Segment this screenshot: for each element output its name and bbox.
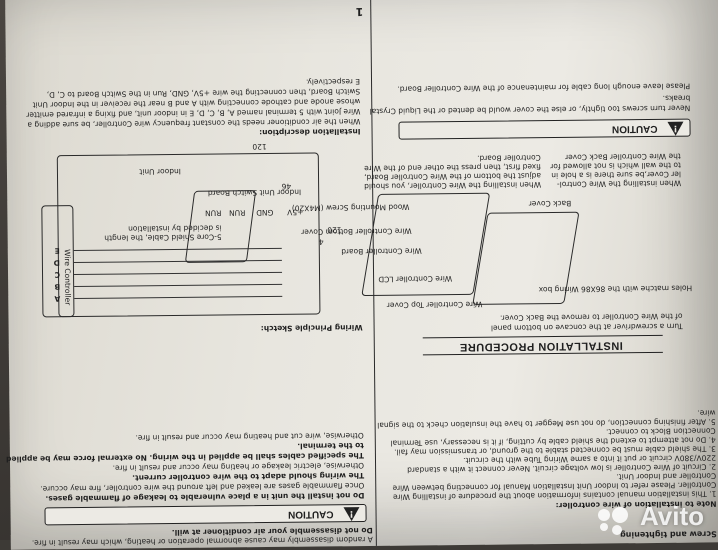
- wall-cover-drawing: [184, 190, 257, 263]
- terminal-c: C: [54, 270, 61, 280]
- caution-2-line-1: Never turn screws too tightly, or else t…: [369, 103, 691, 116]
- dim-edge: 4: [318, 237, 324, 247]
- signal-gnd: GND: [256, 207, 274, 218]
- install-desc-title: Installation description:: [259, 127, 361, 138]
- caution-1-line-1: Do not install the unit in a place vulne…: [45, 491, 365, 504]
- watermark-text: Avito: [639, 501, 704, 531]
- left-line-10: wire.: [697, 408, 716, 418]
- left-line-8: Connection Block to connect.: [605, 426, 716, 437]
- label-holes: Holes matche with the 86X86 Wiring box: [538, 283, 693, 295]
- warning-icon: [343, 507, 360, 522]
- terminal-d: D: [53, 258, 60, 268]
- note-line-8: Controller Board.: [477, 153, 541, 163]
- warning-icon-2: [667, 121, 684, 136]
- terminal-e: E: [54, 246, 60, 256]
- caution-2-label: CAUTION: [611, 122, 658, 135]
- procedure-step-1: Turn a screwdriver at the concave on bot…: [490, 321, 683, 333]
- label-back-cover: Back Cover: [528, 198, 572, 209]
- label-top-cover: Wire Controller Top Cover: [386, 299, 483, 310]
- install-desc-line-5: E respectively.: [305, 77, 361, 87]
- caution-1-bar: CAUTION: [44, 503, 367, 526]
- note-line-2: ler Cover,be sure there is a hole in: [551, 169, 682, 181]
- caution-1-label: CAUTION: [287, 508, 334, 520]
- dim-height: 120: [252, 142, 267, 152]
- indoor-unit-label: Indoor Unit: [139, 166, 182, 177]
- note-line-1: When installing the Wire Control-: [556, 178, 682, 189]
- terminal-a: A: [54, 294, 61, 304]
- note-line-6: adjust the bottom of the Wire Controller…: [364, 171, 542, 183]
- dim-depth: 46: [281, 181, 292, 191]
- dim-width: 120: [327, 225, 342, 235]
- note-line-4: the Wire Controller Back Cover: [565, 151, 681, 162]
- avito-watermark: Avito: [597, 501, 704, 535]
- procedure-step-2: of the Wire Controller to remove the Bac…: [499, 311, 683, 323]
- left-line-3: Controller and Indoor Unit.: [616, 471, 717, 482]
- caution-2-line-3: Please leave enough long cable for maint…: [397, 81, 691, 94]
- note-line-3: to the wall which is not allowed for: [550, 160, 681, 172]
- wiring-title: Wiring Principle Sketch:: [260, 323, 363, 334]
- page-number: 1: [355, 5, 364, 19]
- wire-controller-label: Wire Controller: [62, 249, 73, 306]
- manual-page: 1 A random disassembly may cause abnorma…: [5, 0, 718, 550]
- label-bottom-cover: Wire Controller Bottom Cover: [301, 226, 412, 237]
- note-line-5: When installing the Wire Controller, you…: [364, 180, 542, 192]
- label-lcd: Wire Controller LCD: [378, 274, 453, 284]
- note-line-7: fixed first, then press the other end of…: [364, 162, 541, 174]
- caution-2-line-2: breaks.: [662, 93, 691, 103]
- manual-page-content: 1 A random disassembly may cause abnorma…: [5, 0, 718, 550]
- caution-2-bar: CAUTION: [398, 118, 691, 140]
- fragment-line-1: A random disassembly may cause abnormal …: [31, 534, 373, 548]
- label-board: Wire Controller Board: [341, 246, 422, 257]
- terminal-b: B: [54, 282, 61, 292]
- install-procedure-title: INSTALLATION PROCEDURE: [459, 339, 623, 354]
- caution-1-line-6: to the terminal.: [297, 441, 364, 451]
- label-screw: Wood Mounting Screw (M4X20): [291, 202, 410, 213]
